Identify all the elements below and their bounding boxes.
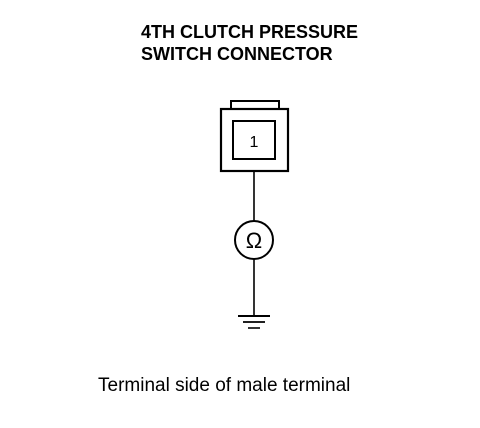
connector-lock-tab: [230, 100, 280, 109]
terminal-number-label: 1: [250, 134, 259, 151]
connector-terminal-cavity: [232, 120, 276, 160]
ground-icon: [238, 315, 270, 329]
ohm-symbol: Ω: [246, 228, 262, 253]
title-line-2: SWITCH CONNECTOR: [141, 44, 333, 64]
title-line-1: 4TH CLUTCH PRESSURE: [141, 22, 359, 42]
diagram-title: 4TH CLUTCH PRESSURE SWITCH CONNECTOR: [141, 21, 358, 65]
diagram-caption: Terminal side of male terminal: [98, 375, 351, 396]
